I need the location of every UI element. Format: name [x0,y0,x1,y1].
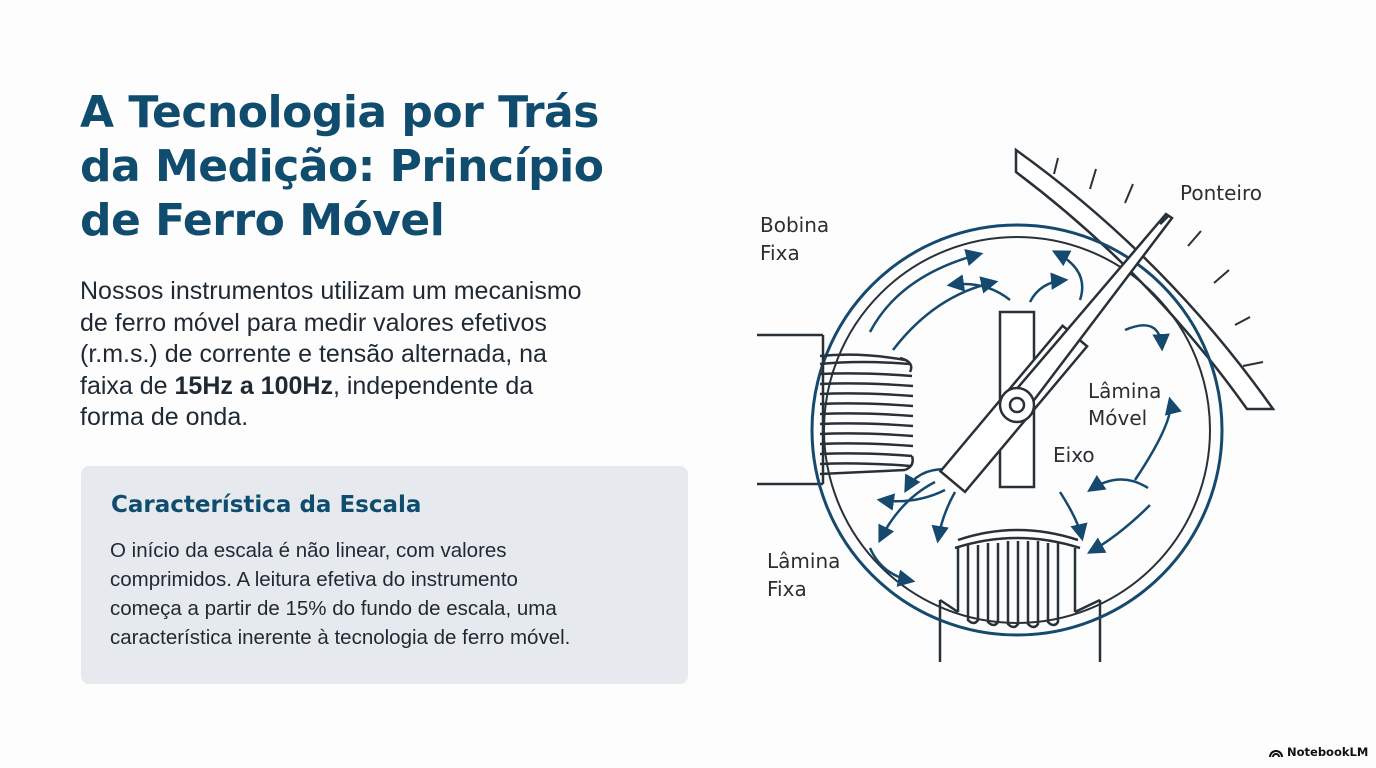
scale-characteristic-box: Característica da Escala O início da esc… [81,466,688,684]
label-lamina-movel-1: Lâmina [1088,379,1161,403]
label-lamina-movel-2: Móvel [1088,406,1147,430]
note-line: O início da escala é não linear, com val… [110,539,507,562]
notebooklm-icon [1269,749,1283,757]
page-title: A Tecnologia por Trás da Medição: Princí… [80,86,680,248]
label-bobina-fixa-2: Fixa [760,241,800,265]
intro-line: (r.m.s.) de corrente e tensão alternada,… [80,340,547,368]
intro-line: forma de onda. [80,403,249,431]
note-line: começa a partir de 15% do fundo de escal… [110,597,557,620]
pivot-axis [998,386,1036,424]
intro-text: , independente da [332,371,534,400]
intro-line: faixa de 15Hz a 100Hz, independente da [80,371,680,403]
title-line: da Medição: Princípio [80,141,604,192]
label-ponteiro: Ponteiro [1180,181,1262,205]
label-eixo: Eixo [1053,443,1095,467]
notebooklm-badge: NotebookLM [1269,744,1368,760]
fixed-coil [819,335,914,484]
intro-line: Nossos instrumentos utilizam um mecanism… [80,277,582,305]
scale-arc [1014,147,1276,411]
scale-characteristic-title: Característica da Escala [111,492,422,518]
intro-text: faixa de [80,371,175,400]
intro-line: de ferro móvel para medir valores efetiv… [80,308,547,337]
label-lamina-fixa-2: Fixa [767,577,807,601]
scale-characteristic-text: O início da escala é não linear, com val… [110,536,570,652]
label-bobina-fixa-1: Bobina [760,213,829,237]
frequency-range: 15Hz a 100Hz [174,371,333,400]
note-line: comprimidos. A leitura efetiva do instru… [110,568,518,591]
title-line: de Ferro Móvel [80,195,445,246]
lead-wires [757,333,1102,662]
fixed-lamina-coil [939,528,1101,629]
intro-paragraph: Nossos instrumentos utilizam um mecanism… [80,276,680,434]
label-lamina-fixa-1: Lâmina [767,549,840,573]
notebooklm-label: NotebookLM [1287,745,1369,759]
title-line: A Tecnologia por Trás [80,87,599,138]
note-line: característica inerente à tecnologia de … [110,626,571,649]
